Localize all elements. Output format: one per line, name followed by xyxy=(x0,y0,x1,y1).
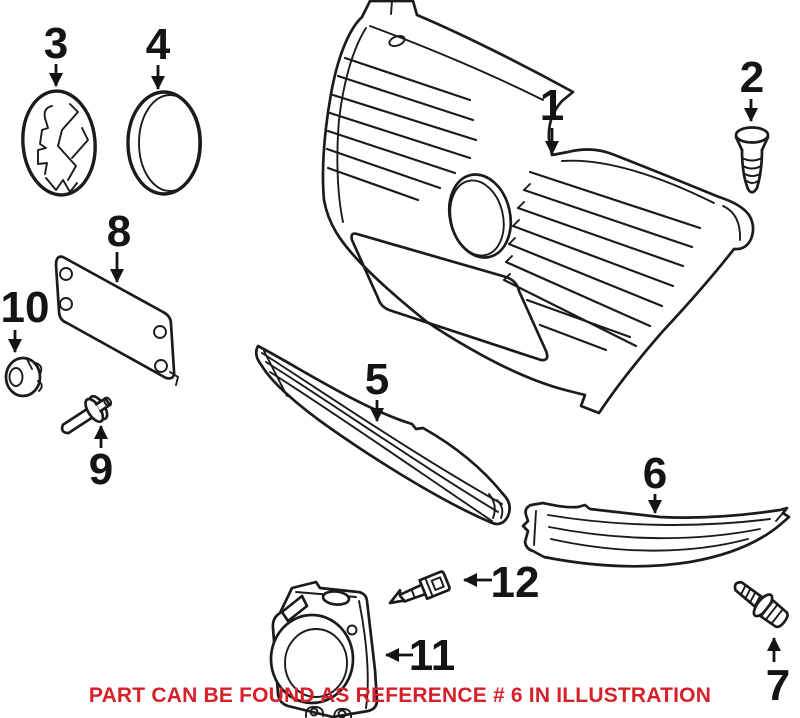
ref-label-2: 2 xyxy=(740,53,764,102)
ref-label-5: 5 xyxy=(365,355,389,404)
ref-label-10: 10 xyxy=(1,283,50,332)
lower-molding-drawing xyxy=(521,501,791,568)
ref-label-9: 9 xyxy=(89,445,113,494)
license-bracket-drawing xyxy=(54,255,179,386)
retainer-clip-drawing xyxy=(388,570,451,605)
upper-molding-drawing xyxy=(254,344,511,526)
reference-note: PART CAN BE FOUND AS REFERENCE # 6 IN IL… xyxy=(88,684,712,707)
vw-emblem-drawing xyxy=(21,89,97,197)
ref-label-12: 12 xyxy=(491,558,540,607)
ref-label-8: 8 xyxy=(107,207,131,256)
ref-label-3: 3 xyxy=(44,19,68,68)
bracket-stud-drawing xyxy=(60,394,113,435)
callouts: 1 2 3 4 5 6 7 8 9 10 11 12 xyxy=(1,19,791,710)
bracket-nut-drawing xyxy=(4,356,43,398)
sensor-bolt-drawing xyxy=(733,580,789,629)
emblem-cap-drawing xyxy=(126,90,202,196)
distance-sensor-drawing xyxy=(269,580,379,718)
ref-label-6: 6 xyxy=(643,449,667,498)
ref-label-11: 11 xyxy=(409,631,456,680)
ref-label-1: 1 xyxy=(540,81,564,130)
grille-screw-drawing xyxy=(734,126,770,194)
grille-drawing xyxy=(321,0,755,415)
ref-label-4: 4 xyxy=(146,20,171,69)
ref-label-7: 7 xyxy=(766,661,790,710)
